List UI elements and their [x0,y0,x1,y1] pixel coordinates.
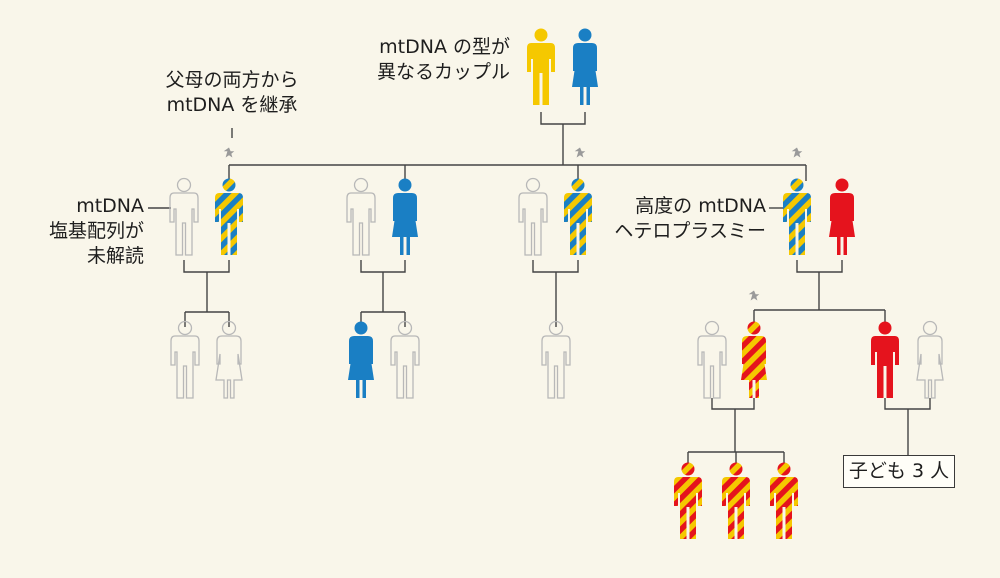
red-female-figure [829,178,855,255]
star-icon [748,290,760,301]
label-line: ヘテロプラスミー [614,220,766,242]
label-both-parents: 父母の両方から mtDNA を継承 [160,68,304,118]
label-heteroplasmy: 高度の mtDNA ヘテロプラスミー [600,194,766,244]
father-yellow-figure [527,28,555,105]
blue-female-figure [392,178,418,255]
star-icon [223,147,235,158]
label-line: mtDNA [76,195,144,217]
red-male-figure [871,321,899,398]
label-line: 高度の mtDNA [635,195,766,217]
outline-male-figure [518,177,548,256]
striped-blue-yellow-male-figure [564,178,592,255]
label-line: mtDNA を継承 [166,94,298,116]
label-couple-top: mtDNA の型が 異なるカップル [330,35,510,85]
outline-male-figure [390,320,420,399]
outline-male-figure [346,177,376,256]
star-icon [791,147,803,158]
label-line: 塩基配列が [48,220,144,242]
label-line: 父母の両方から [165,69,299,91]
striped-blue-yellow-male-figure [215,178,243,255]
outline-male-figure [697,320,727,399]
outline-female-figure [215,320,243,399]
heteroplasmy-male-figure [783,178,811,255]
striped-red-yellow-male-figure [674,462,702,539]
outline-male-figure [169,177,199,256]
striped-red-yellow-male-figure [722,462,750,539]
label-unsequenced: mtDNA 塩基配列が 未解読 [30,194,144,269]
label-line: mtDNA の型が [379,36,510,58]
striped-red-yellow-male-figure [770,462,798,539]
three-children-box: 子ども 3 人 [843,455,955,488]
star-icon [574,147,586,158]
outline-male-figure [170,320,200,399]
label-line: 異なるカップル [376,61,510,83]
mother-blue-figure [572,28,598,105]
blue-female-figure [348,321,374,398]
tree-lines [148,112,931,466]
outline-female-figure [916,320,944,399]
striped-red-yellow-female-figure [741,321,767,398]
label-line: 未解読 [86,245,144,267]
outline-male-figure [541,320,571,399]
